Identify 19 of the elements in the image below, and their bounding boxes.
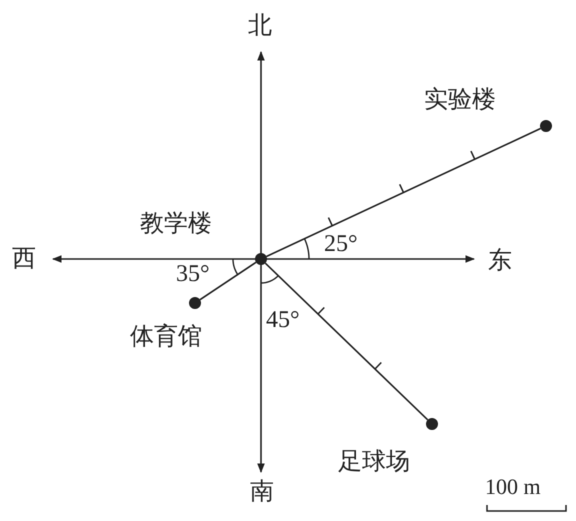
location-dot (189, 297, 201, 309)
location-dot (540, 120, 552, 132)
place-name: 体育馆 (130, 325, 202, 349)
direction-label: 西 (12, 247, 36, 271)
angle-label: 25° (324, 232, 358, 256)
direction-label: 北 (248, 14, 272, 38)
place-name: 实验楼 (424, 88, 496, 112)
location-dot (255, 253, 267, 265)
place-name: 足球场 (338, 450, 410, 474)
location-dot (426, 418, 438, 430)
angle-label: 45° (266, 308, 300, 332)
connector-line (200, 262, 256, 300)
place-name: 教学楼 (140, 212, 212, 236)
connector-line (264, 262, 428, 420)
direction-label: 南 (250, 480, 274, 504)
angle-label: 35° (176, 262, 210, 286)
direction-label: 东 (488, 249, 512, 273)
scale-label: 100 m (485, 476, 541, 498)
connector-line (266, 128, 541, 258)
